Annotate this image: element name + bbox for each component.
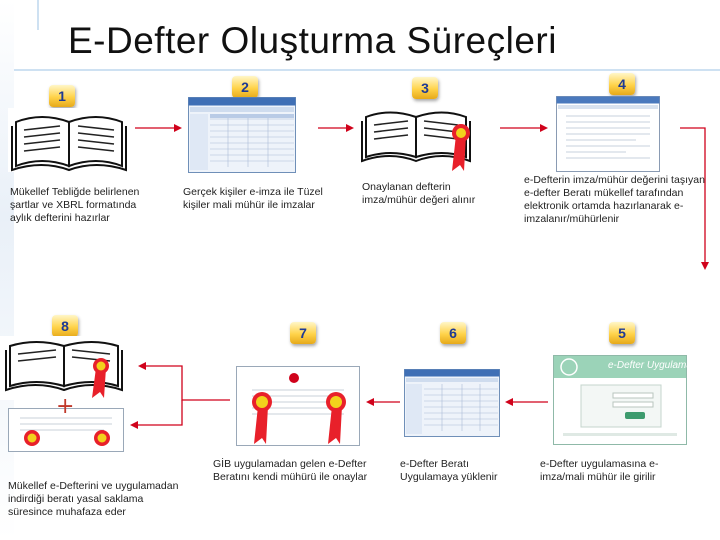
plus-sign: + (56, 394, 75, 419)
step-5-text: e-Defter uygulamasına e-imza/mali mühür … (540, 458, 659, 483)
archived-certificate-icon (8, 408, 124, 452)
upload-screen-icon (404, 369, 500, 437)
step-6-text: e-Defter Beratı Uygulamaya yüklenir (400, 458, 498, 483)
step-1-badge: 1 (49, 85, 75, 107)
step-2-text: Gerçek kişiler e-imza ile Tüzel kişiler … (183, 186, 323, 211)
page-title: E-Defter Oluşturma Süreçleri (68, 20, 557, 61)
step-6-badge: 6 (440, 322, 466, 344)
login-screen-icon (553, 355, 687, 445)
step-4-badge: 4 (609, 73, 635, 95)
spreadsheet-screen-icon (188, 97, 296, 173)
step-8-badge: 8 (52, 315, 78, 337)
archived-book-icon (0, 336, 130, 400)
step-3-badge: 3 (412, 77, 438, 99)
document-screen-icon (556, 96, 660, 172)
step-5-badge: 5 (609, 322, 635, 344)
step-8-text: Mükellef e-Defterini ve uygulamadan indi… (8, 480, 179, 518)
step-7-badge: 7 (290, 322, 316, 344)
step-2-badge: 2 (232, 76, 258, 98)
certificate-icon (236, 366, 360, 446)
step-7-text: GİB uygulamadan gelen e-Defter Beratını … (213, 458, 368, 483)
screen-banner: e-Defter Uygulaması (608, 360, 700, 371)
step-4-text: e-Defterin imza/mühür değerini taşıyan e… (524, 174, 705, 225)
step-1-text: Mükellef Tebliğde belirlenen şartlar ve … (10, 186, 140, 224)
sealed-book-icon (361, 111, 471, 171)
step-3-text: Onaylanan defterin imza/mühür değeri alı… (362, 181, 476, 206)
open-book-icon (8, 108, 130, 172)
left-accent-bar (0, 0, 14, 540)
